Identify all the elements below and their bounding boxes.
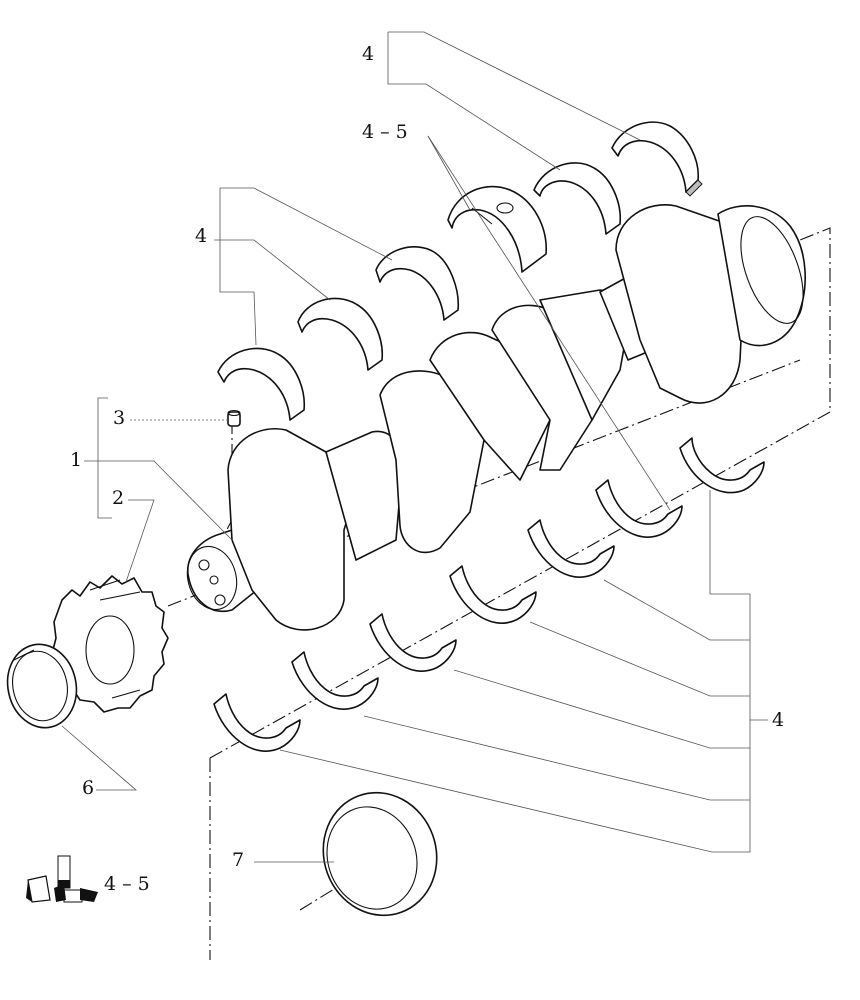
- upper-bearing-shells: [217, 121, 703, 421]
- bearing-shell: [297, 297, 384, 371]
- rear-seal-ring: [322, 791, 438, 917]
- leader-lines: [61, 31, 768, 863]
- callout-4-right: 4: [772, 709, 784, 731]
- bearing-shell-with-hole: [447, 185, 547, 273]
- bearing-shell: [449, 565, 537, 624]
- bearing-shell: [527, 519, 615, 578]
- callout-2: 2: [112, 487, 124, 509]
- lower-bearing-shells: [213, 437, 765, 752]
- callout-6: 6: [82, 777, 94, 799]
- bearing-shell: [369, 613, 457, 672]
- dowel-pin: [227, 409, 241, 427]
- callout-1: 1: [70, 449, 82, 471]
- callout-4-top: 4: [362, 43, 374, 65]
- crankshaft: [186, 204, 806, 631]
- callout-3: 3: [113, 407, 125, 429]
- bearing-shell: [213, 693, 301, 752]
- callout-4-5-top: 4 – 5: [362, 121, 408, 143]
- bearing-shell: [375, 246, 460, 321]
- bearing-shell: [291, 651, 379, 710]
- callout-4-left: 4: [195, 225, 207, 247]
- legend-kit-label: 4 – 5: [104, 873, 150, 895]
- bearing-shell: [595, 479, 683, 538]
- parts-kit-icon: [26, 855, 98, 903]
- bearing-shell: [679, 437, 765, 494]
- bearing-shell: [217, 347, 306, 421]
- callout-7: 7: [232, 849, 244, 871]
- bearing-shell: [533, 162, 622, 235]
- front-seal-ring: [6, 643, 78, 729]
- bearing-shell: [611, 121, 703, 197]
